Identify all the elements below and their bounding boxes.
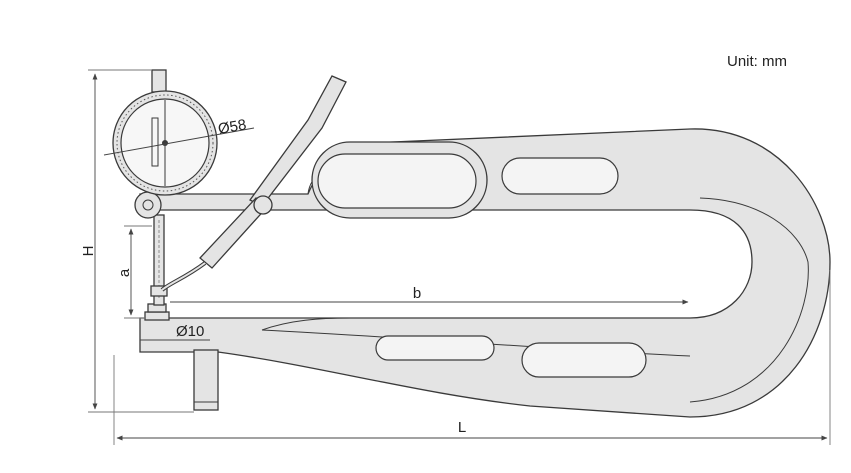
spindle xyxy=(150,214,168,306)
dimension-lines xyxy=(92,73,828,441)
anvil-diameter-label: Ø10 xyxy=(176,323,204,340)
dimension-l-label: L xyxy=(458,419,466,436)
dial-indicator xyxy=(112,69,218,196)
pivot-boss xyxy=(134,191,162,219)
dimension-b-label: b xyxy=(413,285,421,302)
dimension-dial-leader xyxy=(103,127,255,156)
anvil-stand xyxy=(144,303,219,411)
extension-lines xyxy=(88,69,831,445)
upper-arm-slots xyxy=(311,141,619,219)
unit-label: Unit: mm xyxy=(727,53,787,70)
dimension-h-label: H xyxy=(80,246,97,257)
lifting-lever xyxy=(160,75,347,292)
lower-arm-slots xyxy=(375,335,647,378)
dial-diameter-label: Ø58 xyxy=(217,116,248,138)
dimension-a-label: a xyxy=(116,268,133,277)
